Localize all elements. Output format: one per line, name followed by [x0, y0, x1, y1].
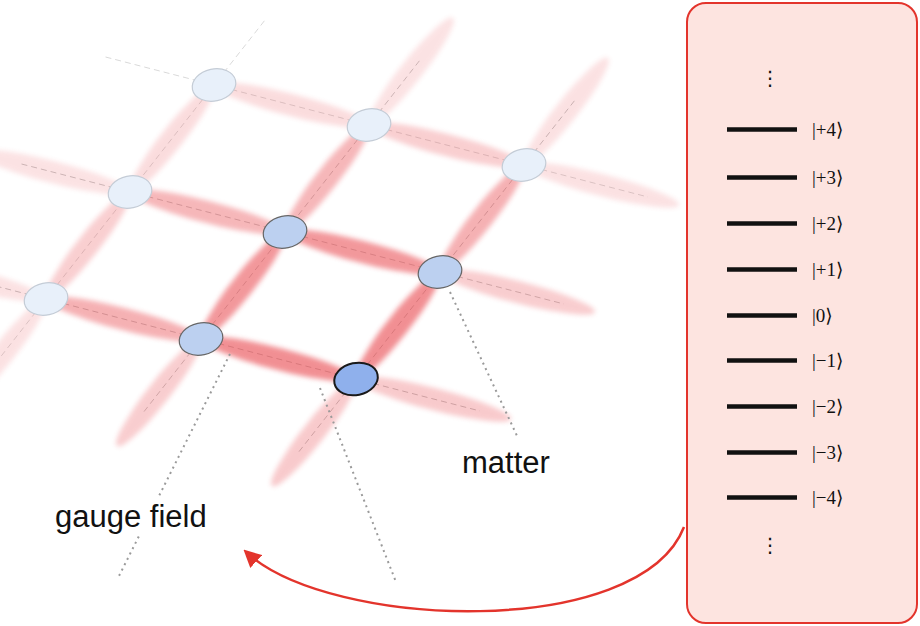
- leader-line: [450, 292, 518, 438]
- level-bars: [688, 4, 915, 621]
- level-label: |−1⟩: [812, 349, 843, 373]
- level-label: |+3⟩: [812, 166, 843, 190]
- level-bar: [727, 267, 797, 272]
- level-bar: [727, 221, 797, 226]
- matter-site: [189, 65, 239, 105]
- level-label: |+2⟩: [812, 212, 843, 236]
- leader-line: [320, 388, 396, 582]
- level-label: |+1⟩: [812, 258, 843, 282]
- level-bar: [727, 495, 797, 500]
- gauge-field-label: gauge field: [52, 498, 210, 536]
- matter-site: [176, 319, 226, 359]
- leader-line: [118, 354, 230, 578]
- matter-site: [260, 212, 310, 252]
- level-label: |−3⟩: [812, 441, 843, 465]
- level-label: |−2⟩: [812, 395, 843, 419]
- level-bar: [727, 175, 797, 180]
- ellipsis-mark: ⋮: [760, 533, 780, 557]
- mapping-arrow: [246, 527, 684, 611]
- level-bar: [727, 404, 797, 409]
- level-label: |+4⟩: [812, 118, 843, 142]
- matter-site: [499, 145, 549, 185]
- level-bar: [727, 358, 797, 363]
- matter-site: [21, 279, 71, 319]
- matter-site: [105, 172, 155, 212]
- level-bar: [727, 313, 797, 318]
- matter-site: [415, 252, 465, 292]
- level-label: |0⟩: [812, 304, 833, 328]
- level-label: |−4⟩: [812, 486, 843, 510]
- matter-label: matter: [459, 444, 553, 482]
- level-bar: [727, 450, 797, 455]
- ellipsis-mark: ⋮: [760, 66, 780, 90]
- matter-site: [331, 359, 381, 399]
- energy-level-panel: ⋮ |+4⟩ |+3⟩ |+2⟩ |+1⟩ |0⟩ |−1⟩ |−2⟩ |−3⟩ |−4⟩ ⋮: [686, 2, 918, 624]
- level-bar: [727, 127, 797, 132]
- matter-site: [344, 105, 394, 145]
